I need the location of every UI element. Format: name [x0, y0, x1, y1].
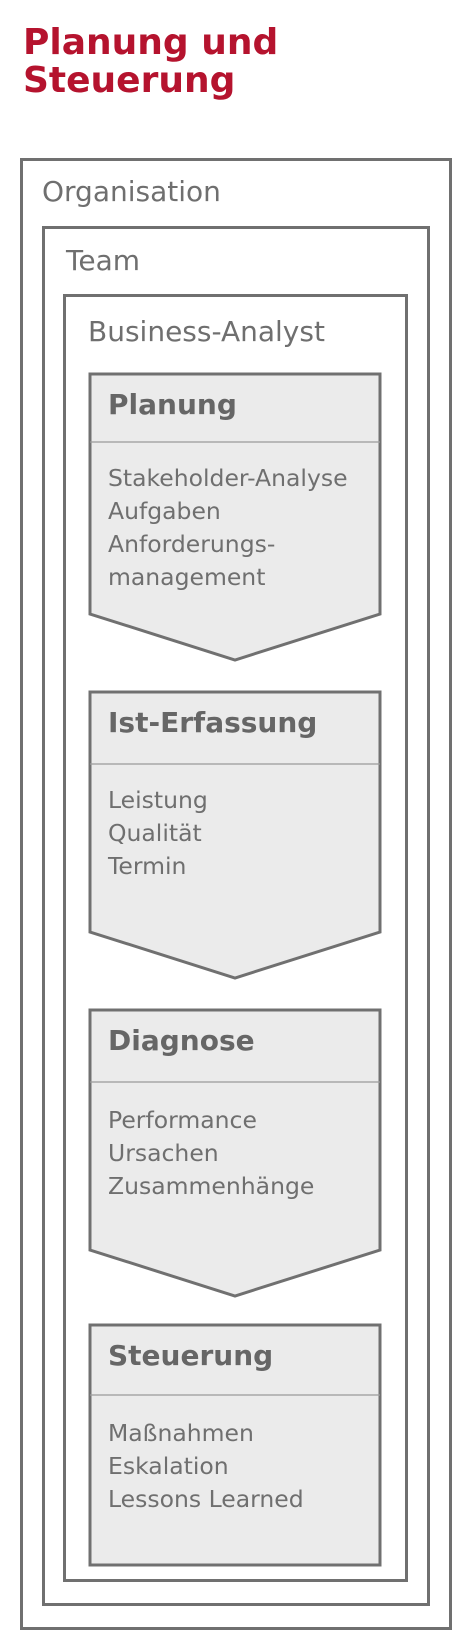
- stage-title: Diagnose: [108, 1024, 255, 1057]
- stage-title: Steuerung: [108, 1339, 274, 1372]
- stage-item-list: Stakeholder-Analyse Aufgaben Anforderung…: [108, 462, 348, 594]
- stage-steuerung: Steuerung Maßnahmen Eskalation Lessons L…: [88, 1323, 382, 1568]
- stage-steuerung-shape: [88, 1323, 382, 1567]
- stage-item-list: Leistung Qualität Termin: [108, 784, 208, 883]
- organisation-frame: [20, 158, 452, 1630]
- title-line-1: Planung und: [23, 22, 279, 63]
- team-frame: [42, 226, 430, 1606]
- stage-item: Eskalation: [108, 1452, 229, 1480]
- stage-title: Ist-Erfassung: [108, 706, 318, 739]
- stage-ist-erfassung: Ist-Erfassung Leistung Qualität Termin: [88, 690, 382, 980]
- stage-diagnose-shape: [88, 1008, 382, 1298]
- stage-item: Aufgaben: [108, 497, 221, 525]
- stage-item: Ursachen: [108, 1139, 219, 1167]
- stage-planung-shape: [88, 372, 382, 662]
- stage-planung: Planung Stakeholder-Analyse Aufgaben Anf…: [88, 372, 382, 662]
- stage-item: Leistung: [108, 786, 208, 814]
- stage-ist-erfassung-shape: [88, 690, 382, 980]
- title-line-2: Steuerung: [23, 60, 236, 101]
- stage-item-list: Performance Ursachen Zusammenhänge: [108, 1104, 314, 1203]
- stage-title: Planung: [108, 388, 237, 421]
- team-label: Team: [66, 244, 141, 277]
- page-title: Planung und Steuerung: [23, 24, 278, 100]
- stage-item: Anforderungs-: [108, 530, 276, 558]
- stage-diagnose: Diagnose Performance Ursachen Zusammenhä…: [88, 1008, 382, 1298]
- business-analyst-frame: [63, 294, 408, 1582]
- organisation-label: Organisation: [42, 175, 221, 208]
- stage-item-list: Maßnahmen Eskalation Lessons Learned: [108, 1417, 304, 1516]
- stage-item: management: [108, 563, 266, 591]
- stage-item: Termin: [108, 852, 187, 880]
- stage-item: Performance: [108, 1106, 257, 1134]
- stage-item: Lessons Learned: [108, 1485, 304, 1513]
- stage-item: Maßnahmen: [108, 1419, 254, 1447]
- business-analyst-label: Business-Analyst: [88, 315, 325, 348]
- stage-item: Zusammenhänge: [108, 1172, 315, 1200]
- stage-item: Stakeholder-Analyse: [108, 464, 348, 492]
- stage-item: Qualität: [108, 819, 202, 847]
